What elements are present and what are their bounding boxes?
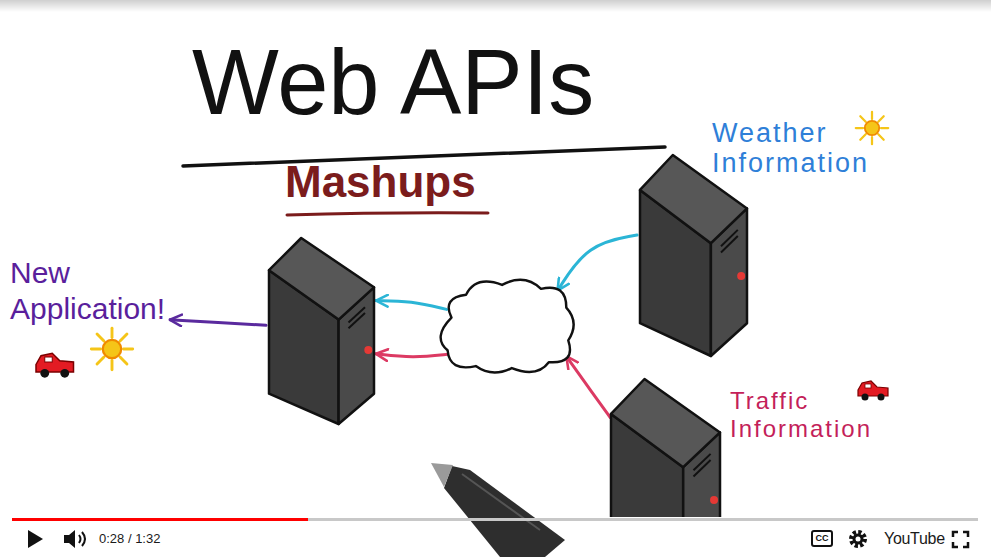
- cloud-shape: [432, 273, 578, 377]
- connector-arrow: [566, 356, 610, 417]
- settings-icon: [851, 532, 865, 546]
- server-caption: Traffic Information: [730, 387, 900, 442]
- car-icon: [36, 353, 74, 377]
- progress-played: [12, 518, 308, 521]
- server-box: [266, 236, 376, 426]
- application-caption: New Application!: [10, 255, 200, 327]
- cloud-outline: [432, 273, 578, 377]
- connector-arrow: [376, 301, 447, 310]
- progress-track: [12, 518, 978, 521]
- play-icon: [28, 530, 43, 548]
- server-shape: [608, 377, 722, 517]
- title-text: Web APIs: [192, 36, 594, 128]
- player-controls: [12, 518, 978, 548]
- connector-arrow: [376, 354, 450, 357]
- application-node: New Application!: [10, 255, 170, 327]
- time-readout-holder: 0:28 / 1:32: [99, 531, 160, 547]
- server-shape: [266, 236, 376, 426]
- server-shape: [637, 153, 749, 358]
- connector-arrow: [170, 320, 266, 326]
- youtube-logo-holder: YouTube: [884, 529, 945, 548]
- subtitle-text: Mashups: [285, 158, 476, 206]
- time-readout: 0:28 / 1:32: [99, 531, 160, 547]
- connector-arrow: [558, 235, 637, 291]
- captions-icon: [812, 531, 832, 546]
- captions-button-holder: CC: [812, 531, 832, 546]
- sun-icon: [856, 112, 888, 144]
- car-icon: [858, 381, 888, 401]
- sun-icon: [91, 328, 132, 369]
- youtube-logo: YouTube: [884, 529, 945, 548]
- server-box: Traffic Information: [608, 377, 722, 517]
- fullscreen-icon: [953, 532, 968, 547]
- captions-button: CC: [812, 531, 832, 546]
- server-box: Weather Information: [637, 153, 749, 358]
- subtitle-underline: [287, 213, 488, 215]
- title-holder: Web APIs: [192, 36, 594, 128]
- marker-pen: [431, 463, 565, 557]
- top-shade: [0, 0, 991, 12]
- subtitle-text-holder: Mashups: [285, 158, 476, 206]
- volume-icon: [64, 530, 85, 548]
- server-caption: Weather Information: [712, 119, 912, 178]
